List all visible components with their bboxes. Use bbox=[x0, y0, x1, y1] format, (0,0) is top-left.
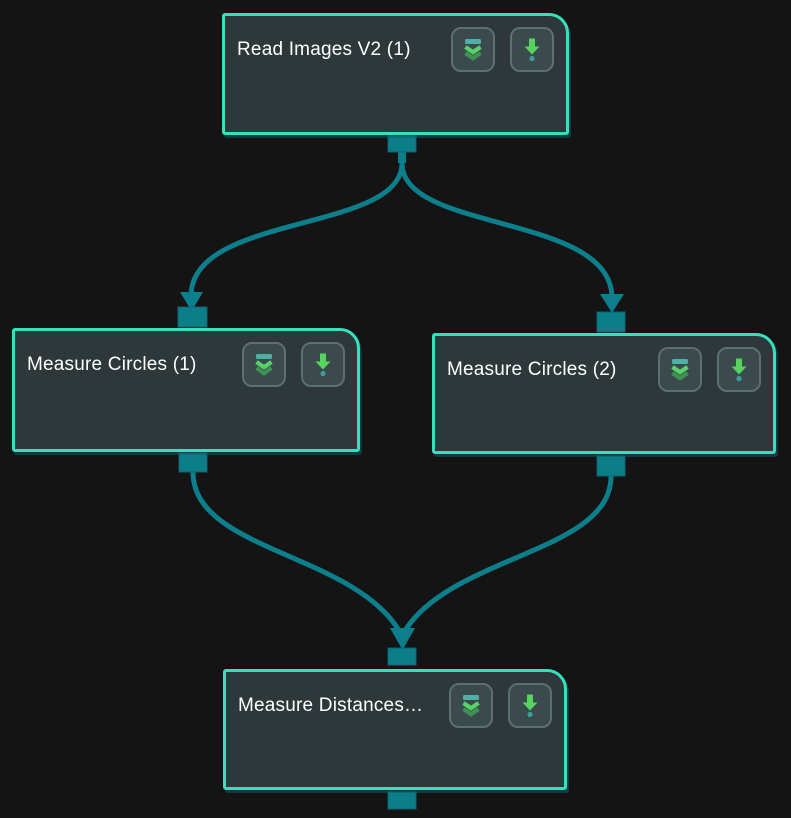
node-buttons bbox=[451, 27, 554, 72]
node-measure-circles-1[interactable]: Measure Circles (1) bbox=[12, 328, 360, 452]
edge-measure-circles-2-to-measure-distances[interactable] bbox=[403, 475, 614, 631]
expand-ports-button[interactable] bbox=[242, 342, 286, 387]
node-measure-circles-2[interactable]: Measure Circles (2) bbox=[432, 333, 776, 454]
port-output-measure-distances[interactable] bbox=[387, 791, 417, 810]
node-header: Measure Circles (1) bbox=[15, 331, 357, 387]
double-chevron-down-icon bbox=[250, 351, 278, 379]
port-output-measure-circles-1[interactable] bbox=[178, 452, 208, 473]
double-chevron-down-icon bbox=[457, 692, 485, 720]
double-chevron-down-icon bbox=[459, 36, 487, 64]
node-title: Measure Circles (1) bbox=[27, 354, 197, 375]
run-until-here-button[interactable] bbox=[717, 347, 761, 392]
arrow-down-dot-icon bbox=[309, 351, 337, 379]
arrow-down-dot-icon bbox=[518, 36, 546, 64]
arrow-down-dot-icon bbox=[516, 692, 544, 720]
node-measure-distances[interactable]: Measure Distances… bbox=[223, 669, 567, 790]
expand-ports-button[interactable] bbox=[449, 683, 493, 728]
expand-ports-button[interactable] bbox=[658, 347, 702, 392]
port-input-measure-distances[interactable] bbox=[387, 647, 417, 666]
node-header: Measure Circles (2) bbox=[435, 336, 773, 392]
double-chevron-down-icon bbox=[666, 356, 694, 384]
port-input-measure-circles-1[interactable] bbox=[177, 306, 208, 328]
port-input-measure-circles-2[interactable] bbox=[596, 311, 626, 333]
port-output-measure-circles-2[interactable] bbox=[596, 455, 626, 477]
node-buttons bbox=[449, 683, 552, 728]
port-output-read-images[interactable] bbox=[387, 135, 417, 153]
node-buttons bbox=[658, 347, 761, 392]
expand-ports-button[interactable] bbox=[451, 27, 495, 72]
arrowhead-into-measure-circles-2 bbox=[600, 294, 624, 313]
arrow-down-dot-icon bbox=[725, 356, 753, 384]
node-title: Read Images V2 (1) bbox=[237, 39, 411, 60]
edge-read-images-to-measure-circles-1[interactable] bbox=[188, 151, 405, 297]
edge-measure-circles-1-to-measure-distances[interactable] bbox=[190, 471, 401, 631]
node-buttons bbox=[242, 342, 345, 387]
node-header: Read Images V2 (1) bbox=[225, 16, 566, 72]
arrowhead-into-measure-circles-1 bbox=[180, 292, 203, 311]
run-until-here-button[interactable] bbox=[510, 27, 554, 72]
node-read-images[interactable]: Read Images V2 (1) bbox=[222, 13, 569, 135]
run-until-here-button[interactable] bbox=[508, 683, 552, 728]
run-until-here-button[interactable] bbox=[301, 342, 345, 387]
arrowhead-into-measure-distances bbox=[390, 628, 415, 650]
node-title: Measure Circles (2) bbox=[447, 359, 617, 380]
edge-read-images-to-measure-circles-2[interactable] bbox=[399, 151, 615, 299]
node-header: Measure Distances… bbox=[226, 672, 564, 728]
node-title: Measure Distances… bbox=[238, 695, 424, 716]
